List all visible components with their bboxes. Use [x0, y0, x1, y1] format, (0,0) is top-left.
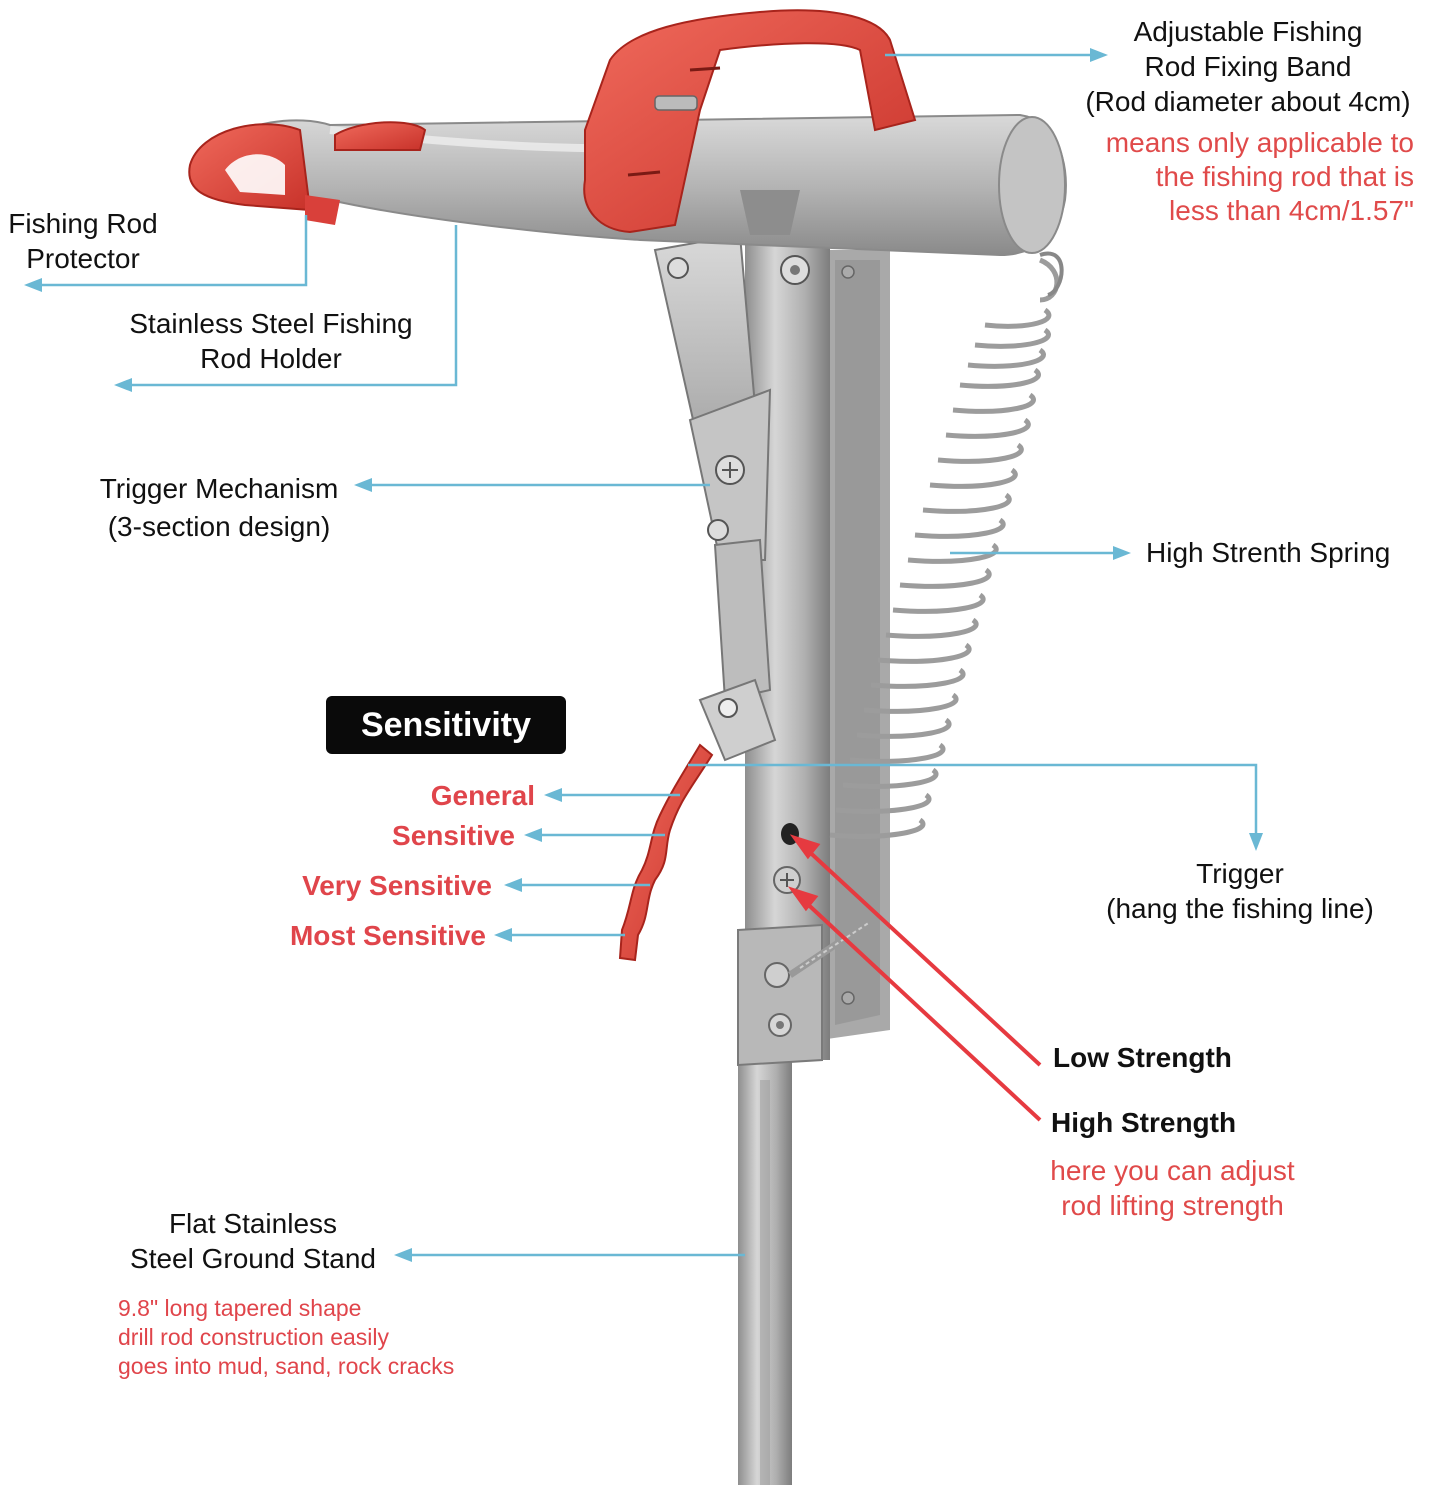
holder-label-line1: Stainless Steel Fishing [129, 308, 413, 339]
ground-stand-label-line2: Steel Ground Stand [130, 1243, 376, 1274]
spring [829, 257, 1060, 839]
band-note: means only applicable to the fishing rod… [1020, 126, 1414, 228]
strength-arrows [787, 834, 1042, 1122]
ground-stand-label: Flat Stainless Steel Ground Stand [112, 1206, 394, 1276]
holder-label-line2: Rod Holder [200, 343, 342, 374]
protector-label-line2: Protector [26, 243, 140, 274]
leader-lines [40, 53, 1258, 1257]
band-note-line3: less than 4cm/1.57" [1169, 195, 1414, 226]
red-trigger-lever [618, 743, 714, 962]
back-plate [820, 250, 890, 1040]
protector-label-line1: Fishing Rod [8, 208, 158, 239]
band-label-line2: Rod Fixing Band [1144, 51, 1352, 82]
spring-label: High Strenth Spring [1146, 535, 1390, 570]
sensitivity-badge: Sensitivity [326, 696, 566, 754]
trigger-label-line1: Trigger [1196, 858, 1284, 889]
band-note-line1: means only applicable to [1105, 127, 1414, 158]
spring-label-line1: High Strenth Spring [1146, 537, 1391, 568]
ground-stand-note-line2: drill rod construction easily [118, 1324, 390, 1350]
strength-note-line2: rod lifting strength [1061, 1190, 1284, 1221]
ground-stand-note: 9.8" long tapered shape drill rod constr… [118, 1294, 454, 1381]
protector-label: Fishing Rod Protector [0, 206, 166, 276]
band-label-line3: (Rod diameter about 4cm) [1085, 86, 1411, 117]
red-fixing-band [583, 9, 917, 234]
ground-stand-note-line1: 9.8" long tapered shape [118, 1295, 362, 1321]
leader-arrowheads [24, 48, 1263, 1262]
red-protectors [188, 121, 427, 225]
sensitivity-level-very-sensitive: Very Sensitive [302, 870, 492, 901]
trigger-mechanism-parts [653, 233, 810, 762]
trigger-label: Trigger (hang the fishing line) [1080, 856, 1400, 926]
trigger-mechanism-label-line2: (3-section design) [107, 511, 331, 542]
band-label-line1: Adjustable Fishing [1133, 16, 1363, 47]
band-note-line2: the fishing rod that is [1155, 161, 1414, 192]
holder-label: Stainless Steel Fishing Rod Holder [110, 306, 432, 376]
strength-note: here you can adjust rod lifting strength [1020, 1153, 1325, 1223]
trigger-mechanism-label: Trigger Mechanism (3-section design) [84, 470, 354, 546]
high-strength-label: High Strength [1051, 1107, 1237, 1138]
adjusting-screw [788, 912, 882, 978]
ground-stand-note-line3: goes into mud, sand, rock cracks [118, 1353, 455, 1379]
trigger-mechanism-label-line1: Trigger Mechanism [99, 473, 339, 504]
ground-stand-rod [738, 1060, 792, 1485]
sensitivity-level-general: General [430, 780, 535, 811]
band-label: Adjustable Fishing Rod Fixing Band (Rod … [1048, 14, 1443, 119]
trigger-label-line2: (hang the fishing line) [1106, 893, 1374, 924]
low-strength-label: Low Strength [1053, 1042, 1232, 1073]
ground-stand-label-line1: Flat Stainless [168, 1208, 338, 1239]
sensitivity-level-sensitive: Sensitive [392, 820, 515, 851]
sensitivity-level-most-sensitive: Most Sensitive [289, 920, 486, 951]
strength-note-line1: here you can adjust [1050, 1155, 1295, 1186]
